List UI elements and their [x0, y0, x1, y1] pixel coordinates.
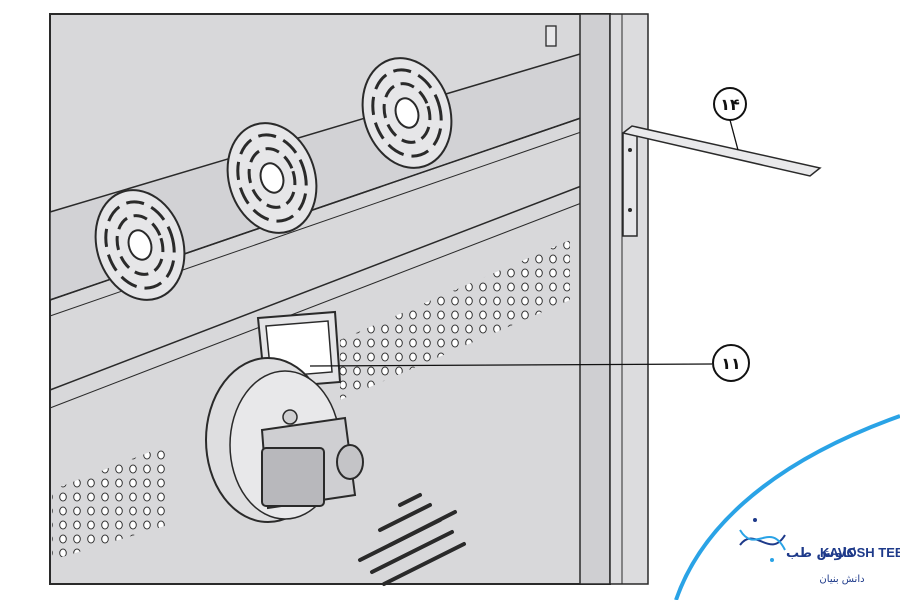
- blower-assembly: [205, 310, 364, 523]
- brand-tagline: دانش بنیان: [819, 574, 864, 585]
- fan-guard-3: [361, 57, 453, 169]
- part-14-bracket: [621, 125, 822, 237]
- callout-11: ۱۱: [309, 344, 750, 382]
- vent-holes-upper: [340, 240, 570, 400]
- callout-14: ۱۴: [713, 87, 747, 151]
- fan-guard-1: [94, 189, 186, 301]
- brand-latin-name: KAVOSH TEB: [820, 545, 900, 560]
- vent-holes-left: [52, 445, 168, 560]
- dna-logo-icon: [739, 518, 786, 562]
- brand-persian-name: کاوش طب: [786, 546, 855, 561]
- callout-14-label: ۱۴: [720, 95, 740, 114]
- kavosh-teb-watermark: کاوش طب KAVOSH TEB دانش بنیان: [674, 414, 900, 600]
- fan-guard-2: [226, 122, 318, 234]
- vent-slots-bottom: [358, 493, 466, 586]
- callout-11-label: ۱۱: [721, 354, 741, 373]
